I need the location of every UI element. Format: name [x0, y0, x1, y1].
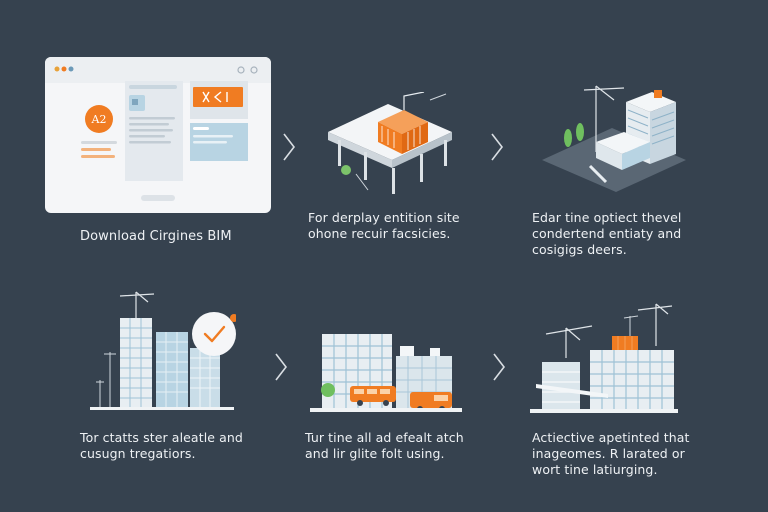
window-dot-3 — [68, 66, 74, 72]
avatar — [85, 105, 113, 133]
step-2-illustration — [320, 92, 460, 202]
step-4-caption: Tor ctatts ster aleatle and cusugn trega… — [80, 430, 243, 461]
step-4-illustration — [86, 288, 236, 414]
crane-icon — [583, 85, 625, 152]
chevron-right-icon — [491, 133, 504, 161]
chevron-right-icon — [275, 353, 288, 381]
step-5-illustration — [310, 326, 462, 414]
step-5-caption: Tur tine all ad efealt atch and lir glit… — [305, 430, 464, 461]
step-3-illustration — [540, 80, 690, 198]
step-1-caption: Download Cirgines BIM — [80, 229, 232, 244]
window-dot-1 — [54, 66, 60, 72]
crane-icon — [545, 325, 593, 358]
tree-icon — [564, 129, 572, 147]
step-3-caption: Edar tine optiect thevel condertend enti… — [532, 210, 682, 257]
window-control — [237, 66, 245, 74]
crane-icon — [429, 93, 447, 101]
tree-icon — [341, 165, 351, 175]
avatar-label: A2 — [91, 113, 107, 126]
chevron-right-icon — [493, 353, 506, 381]
crane-icon — [119, 291, 155, 318]
tree-icon — [321, 383, 335, 397]
step-6-illustration — [528, 298, 680, 416]
check-icon — [203, 325, 226, 343]
tree-icon — [576, 123, 584, 141]
window-control — [250, 66, 258, 74]
window-dot-2 — [61, 66, 67, 72]
truck-icon — [350, 386, 396, 406]
step-2-caption: For derplay entition site ohone recuir f… — [308, 210, 460, 241]
step-6-caption: Actiective apetinted that inageomes. R l… — [532, 430, 690, 477]
chevron-right-icon — [283, 133, 296, 161]
app-window: A2 — [45, 57, 271, 213]
step-1-illustration: A2 — [45, 57, 271, 213]
check-badge — [192, 312, 236, 356]
crane-icon — [637, 303, 673, 346]
